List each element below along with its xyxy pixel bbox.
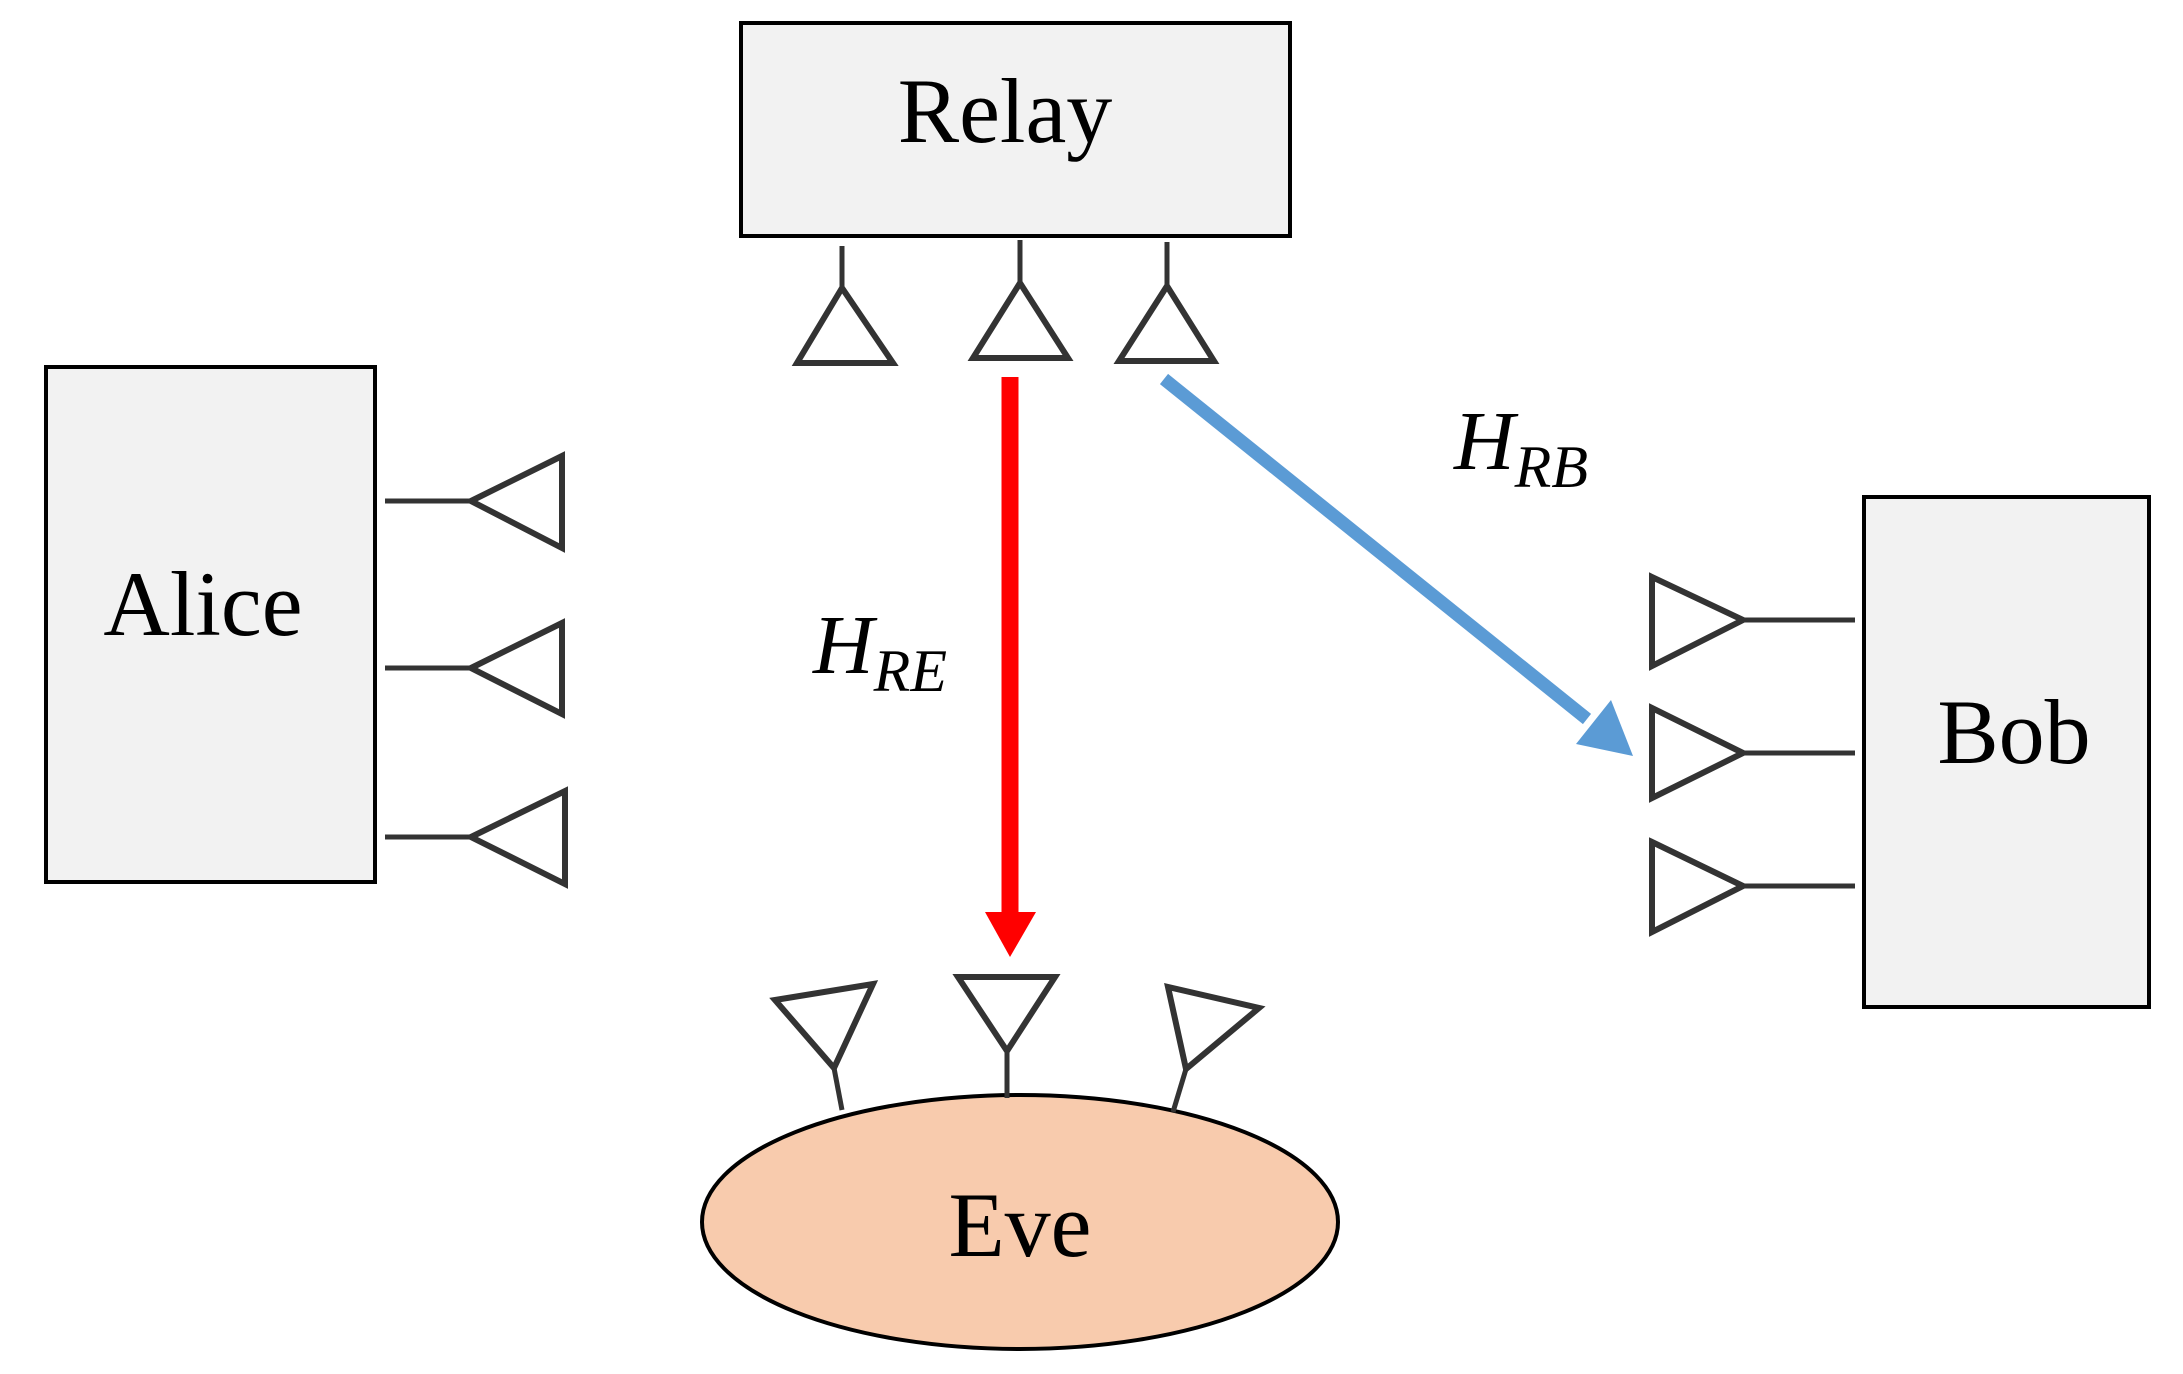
relay-node: Relay <box>739 21 1292 238</box>
alice-antennas <box>385 451 568 889</box>
alice-antenna-3-icon <box>385 786 568 889</box>
alice-node: Alice <box>44 365 377 884</box>
alice-label: Alice <box>103 553 302 655</box>
relay-antenna-2-icon <box>967 240 1074 361</box>
channel-symbol-rb: H <box>1453 395 1519 488</box>
eve-antenna-2-icon <box>952 974 1061 1098</box>
relay-box <box>739 21 1292 238</box>
eve-antennas <box>769 974 1266 1113</box>
channel-relay-eve <box>985 377 1036 957</box>
relay-label: Relay <box>898 60 1113 162</box>
channel-label-rb: HRB <box>1453 395 1588 500</box>
relay-antenna-1-icon <box>791 246 899 366</box>
channel-arrowhead-re <box>985 912 1036 957</box>
relay-antennas <box>791 240 1220 366</box>
channel-subscript-re: RE <box>873 638 947 704</box>
bob-antenna-2-icon <box>1649 703 1855 803</box>
relay-antenna-3-icon <box>1113 242 1220 364</box>
channel-symbol-re: H <box>812 599 878 692</box>
bob-antenna-3-icon <box>1649 837 1855 937</box>
bob-node: Bob <box>1862 495 2151 1009</box>
bob-antenna-1-icon <box>1649 572 1855 671</box>
alice-antenna-2-icon <box>385 618 565 719</box>
eve-label: Eve <box>948 1174 1091 1276</box>
eve-antenna-1-icon <box>769 980 879 1111</box>
bob-label: Bob <box>1937 681 2090 783</box>
bob-antennas <box>1649 572 1855 937</box>
channel-arrowhead-rb <box>1576 700 1633 756</box>
eve-antenna-3-icon <box>1164 983 1266 1113</box>
channel-subscript-rb: RB <box>1514 434 1588 500</box>
alice-antenna-1-icon <box>385 451 565 553</box>
eve-ellipse <box>700 1093 1340 1351</box>
alice-box <box>44 365 377 884</box>
channel-arrow-rb <box>1159 373 1592 725</box>
channel-label-re: HRE <box>812 599 947 704</box>
bob-box <box>1862 495 2151 1009</box>
channel-relay-bob <box>1159 373 1633 756</box>
eve-node: Eve <box>700 1093 1340 1351</box>
